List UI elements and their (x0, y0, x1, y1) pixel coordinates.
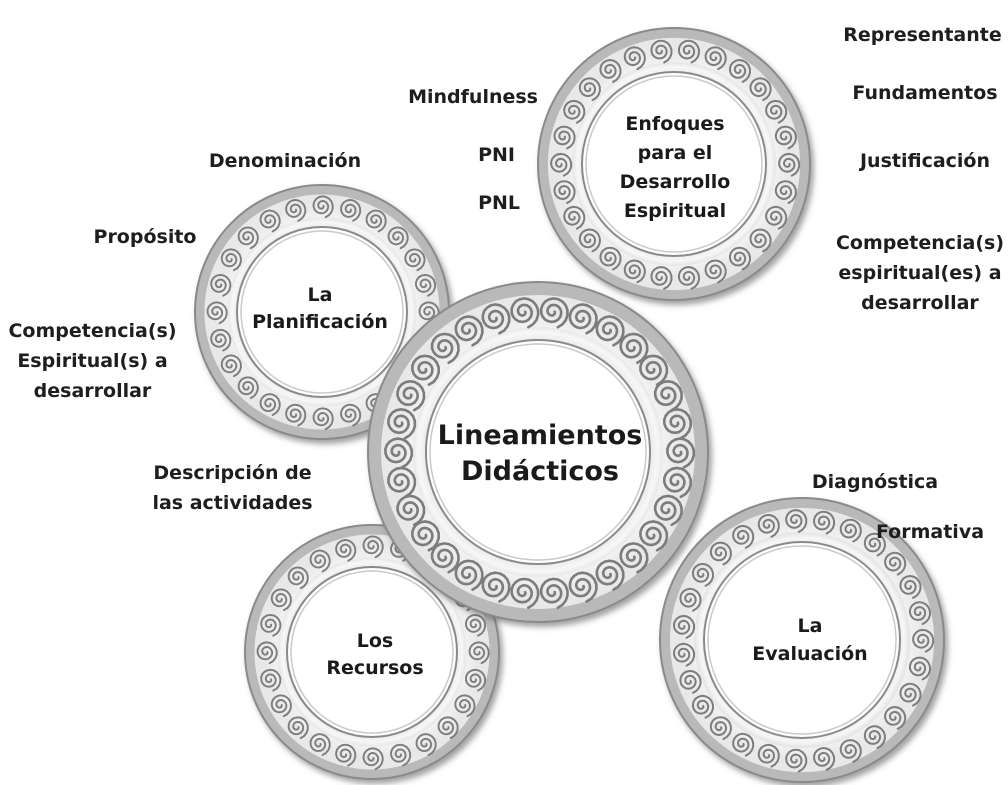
label-justificacion: Justificación (859, 150, 991, 172)
label-pni: PNI (478, 144, 515, 166)
ring-planificacion (194, 184, 450, 440)
label-competencia-espiritual: Competencia(s) Espiritual(s) a desarroll… (8, 320, 177, 402)
enfoques-title: Enfoques para el Desarrollo Espiritual (619, 113, 731, 222)
label-fundamentos: Fundamentos (852, 82, 998, 104)
ring-recursos (244, 524, 500, 780)
ring-center (367, 281, 709, 623)
ring-enfoques (537, 27, 811, 301)
evaluacion-title: La Evaluación (752, 615, 868, 665)
label-competencia-es: Competencia(s) espiritual(es) a desarrol… (835, 232, 1005, 314)
center-title: Lineamientos Didácticos (437, 420, 643, 487)
label-pnl: PNL (478, 192, 520, 214)
recursos-title: Los Recursos (326, 630, 424, 679)
label-descripcion-actividades: Descripción de las actividades (152, 462, 313, 514)
label-diagnostica: Diagnóstica (811, 471, 939, 493)
label-mindfulness: Mindfulness (408, 86, 538, 108)
label-proposito: Propósito (93, 226, 197, 248)
label-formativa: Formativa (875, 521, 985, 543)
label-representante: Representante (843, 24, 1002, 46)
ring-evaluacion (659, 497, 945, 783)
label-denominacion: Denominación (208, 150, 362, 172)
planificacion-title: La Planificación (252, 284, 388, 333)
